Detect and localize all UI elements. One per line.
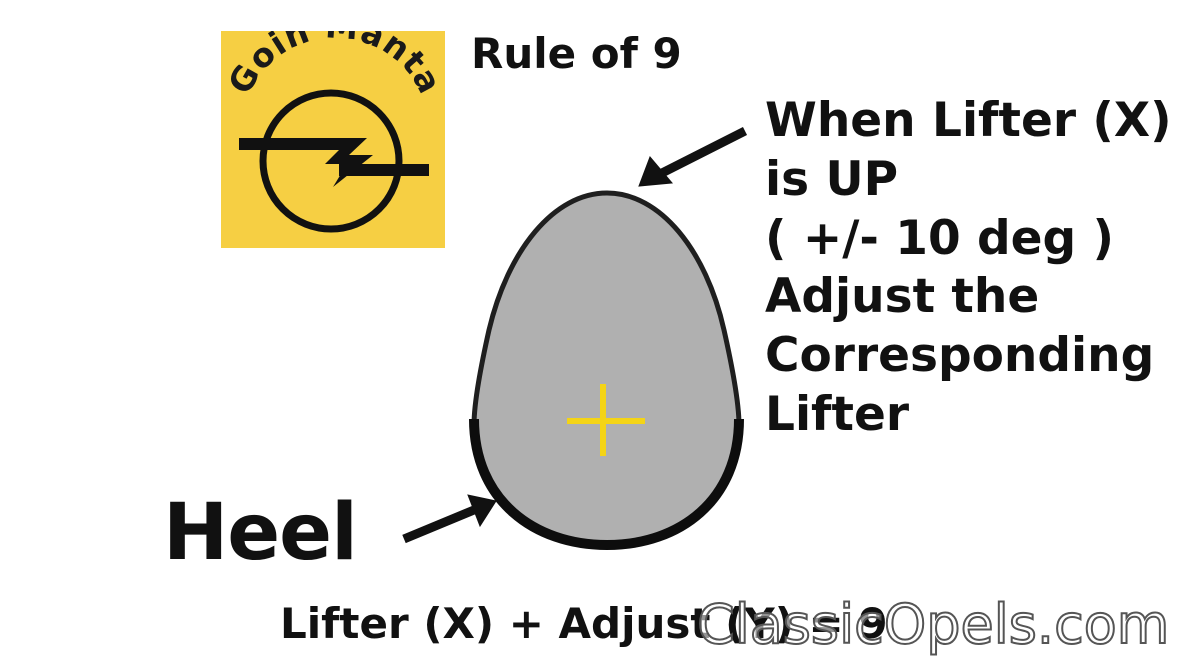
note-line: Lifter xyxy=(765,386,910,442)
heel-outline xyxy=(469,418,744,551)
cam-center-mark xyxy=(567,384,645,456)
note-line: ( +/- 10 deg ) xyxy=(765,210,1115,266)
cam-lobe xyxy=(471,190,742,548)
goin-manta-logo: Goin Manta xyxy=(221,31,445,248)
lifter-up-note: When Lifter (X) is UP ( +/- 10 deg ) Adj… xyxy=(765,92,1172,445)
logo-bar-left xyxy=(239,138,327,150)
logo-ring xyxy=(259,89,403,233)
logo-bar-right xyxy=(339,164,429,176)
note-line: is UP xyxy=(765,151,899,207)
note-line: Adjust the xyxy=(765,269,1040,325)
watermark: ClassicOpels.com xyxy=(696,592,1170,657)
note-line: When Lifter (X) xyxy=(765,93,1172,148)
arrow-to-heel xyxy=(402,494,497,544)
logo-bolt xyxy=(321,138,373,187)
note-line: Corresponding xyxy=(765,328,1155,384)
arrow-to-nose xyxy=(638,126,748,187)
rule-formula: Lifter (X) + Adjust (Y) = 9 xyxy=(280,599,888,648)
diagram-title: Rule of 9 xyxy=(471,29,682,78)
heel-label: Heel xyxy=(163,488,358,578)
